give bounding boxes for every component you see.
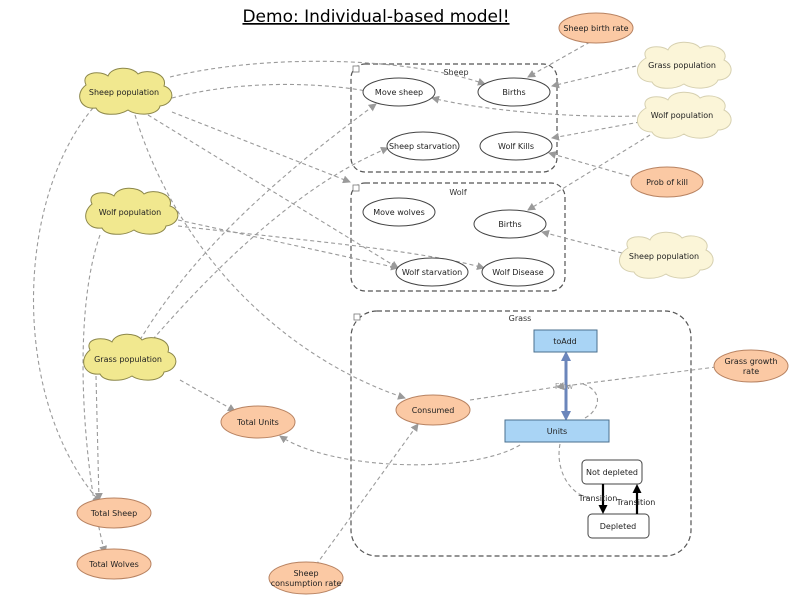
stock-units-label: Units bbox=[547, 427, 567, 436]
var-sheep-consumption-rate-label-2: consumption rate bbox=[271, 579, 342, 588]
var-total-wolves-label: Total Wolves bbox=[88, 560, 139, 569]
collapse-icon[interactable] bbox=[352, 65, 360, 73]
link-ext-grass-births bbox=[551, 65, 637, 89]
ext-cloud-sheep-population-label: Sheep population bbox=[629, 252, 699, 261]
link-wolf-starvation bbox=[177, 219, 399, 271]
link-ext-sheep-wolfbirths bbox=[541, 229, 623, 254]
action-move-wolves[interactable]: Move wolves bbox=[362, 197, 436, 227]
collapse-icon[interactable] bbox=[352, 184, 360, 192]
ext-cloud-wolf-population[interactable]: Wolf population bbox=[637, 91, 732, 139]
link-units-flow-loop bbox=[579, 382, 599, 419]
action-wolf-births[interactable]: Births bbox=[473, 209, 547, 239]
stock-to-add[interactable]: toAdd bbox=[533, 329, 598, 353]
action-move-sheep[interactable]: Move sheep bbox=[362, 77, 436, 107]
link-consumption-consumed bbox=[315, 423, 419, 566]
link-grass-sheepstarvation bbox=[147, 146, 389, 346]
collapse-icon[interactable] bbox=[353, 313, 361, 321]
sheep-group[interactable]: Sheep bbox=[350, 63, 558, 173]
var-total-sheep[interactable]: Total Sheep bbox=[76, 497, 152, 529]
ext-cloud-grass-population[interactable]: Grass population bbox=[637, 41, 732, 89]
var-total-units-label: Total Units bbox=[236, 418, 279, 427]
link-grass-movesheep bbox=[139, 103, 377, 341]
cloud-grass-population-label: Grass population bbox=[94, 355, 162, 364]
var-sheep-consumption-rate[interactable]: Sheep consumption rate bbox=[268, 561, 344, 595]
cloud-wolf-population-label: Wolf population bbox=[99, 208, 162, 217]
link-units-totalunits bbox=[279, 435, 521, 466]
state-not-depleted-label: Not depleted bbox=[586, 468, 638, 477]
var-prob-of-kill-label: Prob of kill bbox=[646, 178, 688, 187]
var-prob-of-kill[interactable]: Prob of kill bbox=[630, 166, 704, 198]
cloud-sheep-population-label: Sheep population bbox=[89, 88, 159, 97]
state-depleted-label: Depleted bbox=[600, 522, 636, 531]
transition-to-not-depleted[interactable]: Transition bbox=[616, 484, 656, 514]
link-ext-wolf-movesheep bbox=[431, 95, 637, 117]
var-sheep-consumption-rate-label-1: Sheep bbox=[293, 569, 318, 578]
wolf-group-label: Wolf bbox=[449, 188, 467, 197]
action-wolf-births-label: Births bbox=[498, 220, 521, 229]
grass-group[interactable]: Grass bbox=[350, 310, 692, 557]
transition-2-label: Transition bbox=[616, 498, 656, 507]
link-grass-totalunits bbox=[179, 379, 236, 412]
link-consumed-flow bbox=[469, 386, 557, 401]
action-move-wolves-label: Move wolves bbox=[373, 208, 424, 217]
var-grass-growth-rate[interactable]: Grass growth rate bbox=[713, 349, 789, 383]
stock-to-add-label: toAdd bbox=[553, 337, 577, 346]
link-sheep-move bbox=[171, 83, 373, 99]
link-sheep-movewolves bbox=[171, 111, 351, 184]
var-sheep-birth-rate[interactable]: Sheep birth rate bbox=[558, 12, 634, 44]
action-wolf-disease-label: Wolf Disease bbox=[492, 268, 543, 277]
ext-cloud-grass-population-label: Grass population bbox=[648, 61, 716, 70]
flow-label: Flow bbox=[555, 382, 574, 391]
link-sheep-consumed bbox=[134, 114, 406, 400]
cloud-grass-population[interactable]: Grass population bbox=[83, 333, 177, 381]
link-growth-flow bbox=[556, 366, 717, 391]
var-total-units[interactable]: Total Units bbox=[220, 405, 296, 439]
grass-group-label: Grass bbox=[509, 314, 532, 323]
diagram-title: Demo: Individual-based model! bbox=[242, 7, 509, 27]
action-sheep-starvation[interactable]: Sheep starvation bbox=[386, 131, 460, 161]
link-probkill-wolfkills bbox=[548, 151, 637, 179]
ext-cloud-sheep-population[interactable]: Sheep population bbox=[619, 231, 714, 279]
action-sheep-births[interactable]: Births bbox=[477, 77, 551, 107]
var-total-sheep-label: Total Sheep bbox=[90, 509, 137, 518]
sheep-group-label: Sheep bbox=[443, 68, 468, 77]
var-grass-growth-rate-label-1: Grass growth bbox=[724, 357, 777, 366]
transition-1-label: Transition bbox=[578, 494, 618, 503]
ext-cloud-wolf-population-label: Wolf population bbox=[651, 111, 714, 120]
link-sheep-totalsheep bbox=[32, 107, 101, 503]
var-grass-growth-rate-label-2: rate bbox=[743, 367, 759, 376]
action-wolf-disease[interactable]: Wolf Disease bbox=[481, 257, 555, 287]
cloud-wolf-population[interactable]: Wolf population bbox=[85, 187, 179, 235]
action-wolf-starvation-label: Wolf starvation bbox=[402, 268, 462, 277]
link-sheep-births bbox=[169, 60, 486, 86]
transition-to-depleted[interactable]: Transition bbox=[578, 484, 618, 514]
var-consumed-label: Consumed bbox=[412, 406, 455, 415]
link-arrows bbox=[32, 41, 717, 566]
action-move-sheep-label: Move sheep bbox=[375, 88, 423, 97]
link-units-notdepleted bbox=[558, 443, 591, 499]
link-sheep-wolfstarvation bbox=[147, 114, 399, 269]
var-total-wolves[interactable]: Total Wolves bbox=[76, 548, 152, 580]
link-birthrate-births bbox=[527, 41, 591, 78]
wolf-group[interactable]: Wolf bbox=[350, 182, 566, 292]
var-consumed[interactable]: Consumed bbox=[395, 394, 471, 426]
action-sheep-births-label: Births bbox=[502, 88, 525, 97]
var-sheep-birth-rate-label: Sheep birth rate bbox=[563, 24, 628, 33]
action-wolf-kills-label: Wolf Kills bbox=[498, 142, 534, 151]
action-sheep-starvation-label: Sheep starvation bbox=[389, 142, 457, 151]
cloud-sheep-population[interactable]: Sheep population bbox=[79, 67, 173, 115]
link-ext-wolf-wolfbirths bbox=[527, 134, 651, 211]
state-not-depleted[interactable]: Not depleted bbox=[581, 459, 643, 485]
action-wolf-kills[interactable]: Wolf Kills bbox=[479, 131, 553, 161]
stock-units[interactable]: Units bbox=[504, 419, 610, 443]
flow-arrow[interactable]: Flow bbox=[555, 351, 574, 421]
link-grass-totalsheep bbox=[94, 375, 103, 501]
action-wolf-starvation[interactable]: Wolf starvation bbox=[395, 257, 469, 287]
link-ext-wolf-wolfkills bbox=[551, 121, 641, 141]
state-depleted[interactable]: Depleted bbox=[587, 513, 650, 539]
